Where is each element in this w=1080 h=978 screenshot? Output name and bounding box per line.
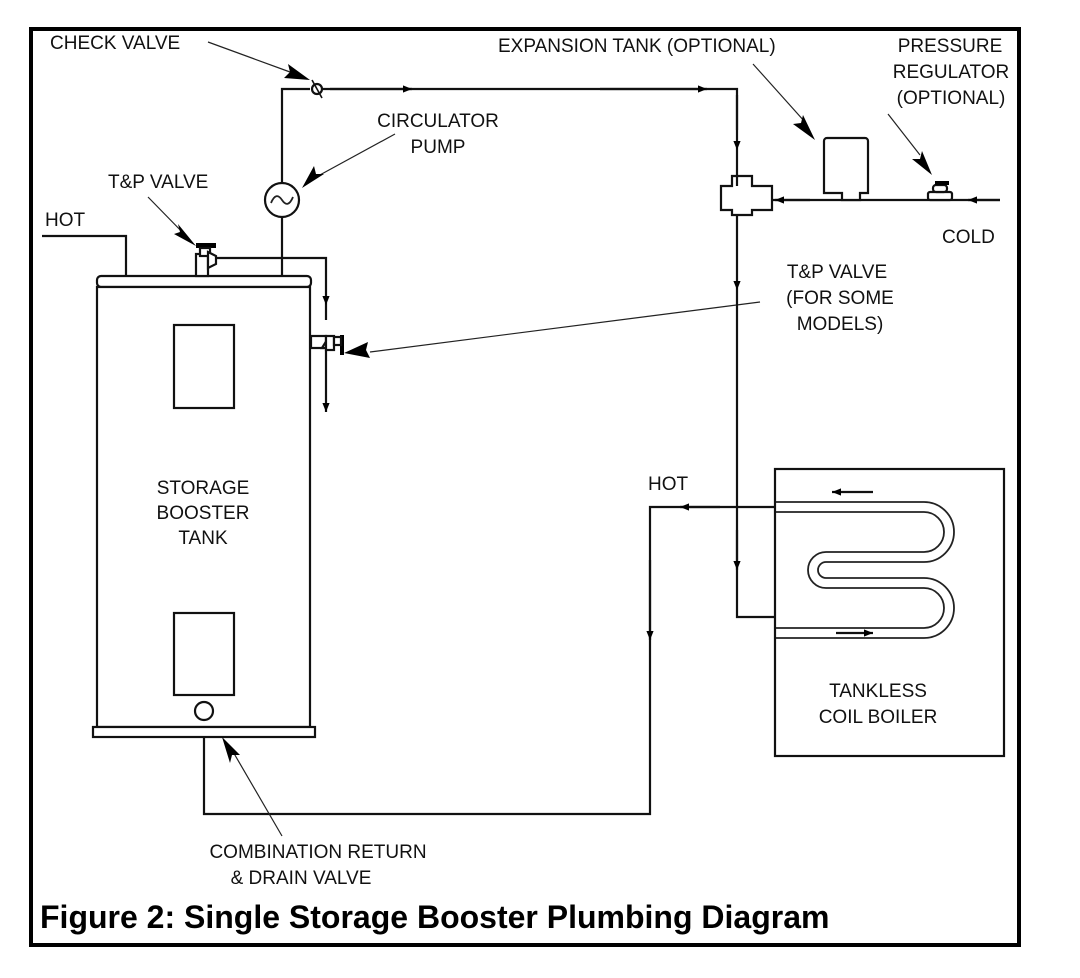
storage-booster-tank: STORAGE BOOSTER TANK: [91, 274, 317, 739]
figure-caption: Figure 2: Single Storage Booster Plumbin…: [40, 899, 829, 935]
tp-valve-side-leader: [369, 301, 761, 353]
pump-leader: [317, 133, 396, 177]
expansion-tank-arrowhead: [793, 115, 815, 140]
relief-valve-icon: [194, 243, 218, 278]
hot-boiler-label: HOT: [648, 474, 689, 495]
drain-valve-label-1: COMBINATION RETURN: [209, 842, 426, 863]
boiler-box: [773, 467, 1006, 758]
lower-element-cover: [172, 611, 236, 697]
expansion-tank-label: EXPANSION TANK (OPTIONAL): [498, 36, 776, 57]
tank-top-cap: [95, 274, 313, 289]
tp-valve-side-arrowhead: [344, 342, 370, 358]
regulator-arrowhead: [912, 151, 932, 175]
regulator-label-1: PRESSURE: [898, 36, 1003, 57]
check-valve-arrowhead: [284, 64, 310, 80]
tank-base: [91, 725, 317, 739]
tp-valve-side-label-1: T&P VALVE: [787, 262, 887, 283]
regulator-label-3: (OPTIONAL): [897, 88, 1006, 109]
check-valve-leader: [207, 41, 291, 73]
regulator-label-2: REGULATOR: [893, 62, 1010, 83]
hot-outlet-pipe: [42, 234, 128, 276]
tp-valve-top-arrowhead: [174, 224, 196, 246]
expansion-tank-leader: [752, 63, 806, 123]
tp-valve-side-label-2: (FOR SOME: [786, 288, 894, 309]
pump-discharge-pipe: [280, 87, 310, 183]
expansion-tank-icon: [822, 136, 870, 202]
tankless-coil-boiler: TANKLESS COIL BOILER: [773, 467, 1006, 758]
tank-label-line3: TANK: [178, 528, 228, 549]
tank-label-line1: STORAGE: [157, 478, 250, 499]
drain-port-icon: [193, 700, 215, 722]
tank-label-line2: BOOSTER: [157, 503, 250, 524]
regulator-leader: [887, 113, 921, 156]
tp-discharge-pipe-top: [216, 256, 330, 305]
relief-valve-icon: [309, 334, 344, 355]
tp-valve-side-label-3: MODELS): [797, 314, 884, 335]
drain-valve-label-2: & DRAIN VALVE: [231, 868, 372, 889]
tp-valve-top-label: T&P VALVE: [108, 172, 208, 193]
boiler-label-2: COIL BOILER: [819, 707, 938, 728]
check-valve-icon: [310, 79, 324, 99]
figure-frame: [29, 27, 1021, 947]
drain-valve-arrowhead: [222, 737, 240, 763]
hot-outlet-label: HOT: [45, 210, 86, 231]
pump-icon: [263, 181, 301, 219]
main-down-pipe: [735, 290, 776, 619]
pump-arrowhead: [302, 166, 324, 188]
pump-label-1: CIRCULATOR: [377, 111, 499, 132]
drain-valve-leader: [231, 749, 283, 837]
regulator-icon: [926, 181, 954, 202]
tee-fitting-icon: [719, 174, 774, 217]
upper-element-cover: [172, 323, 236, 410]
pump-label-2: PUMP: [411, 137, 466, 158]
cold-label: COLD: [942, 227, 995, 248]
boiler-label-1: TANKLESS: [829, 681, 927, 702]
coil-icon: [776, 501, 955, 639]
check-valve-label: CHECK VALVE: [50, 33, 180, 54]
